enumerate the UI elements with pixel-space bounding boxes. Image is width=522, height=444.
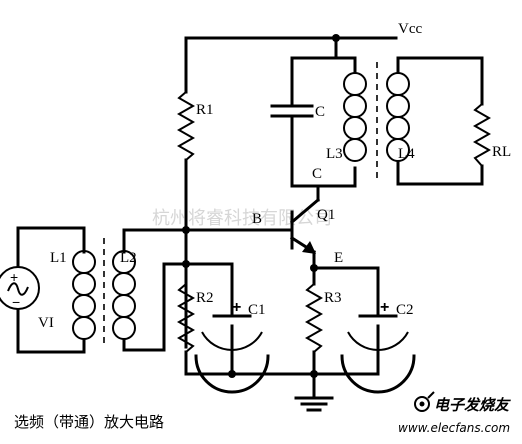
l2-label: L2 [120, 250, 137, 266]
r3-resistor [304, 283, 324, 353]
input-loop [16, 226, 86, 354]
r2-label: R2 [196, 290, 214, 306]
q1-label: Q1 [317, 207, 335, 223]
c2-capacitor: + [340, 299, 416, 394]
base-junction [182, 226, 190, 234]
rl-label: RL [492, 144, 511, 160]
source-plus: + [10, 269, 18, 285]
ground-icon [294, 396, 334, 412]
c1-capacitor: + [194, 262, 270, 394]
source-minus: − [12, 294, 20, 310]
logo-text: 电子发烧友 [434, 396, 511, 414]
r2-resistor [176, 283, 196, 353]
collector-label: C [312, 166, 322, 182]
l4-label: L4 [398, 146, 415, 162]
l3-label: L3 [326, 146, 343, 162]
ground-rail [184, 370, 380, 398]
emitter-node [310, 264, 380, 316]
emitter-label: E [334, 250, 343, 266]
watermark-text: 杭州将睿科技有限公司 [152, 208, 332, 229]
r3-label: R3 [324, 290, 342, 306]
elecfans-logo: 电子发烧友 www.elecfans.com [398, 391, 511, 435]
output-loop [396, 56, 484, 186]
c2-label: C2 [396, 302, 414, 318]
c1-label: C1 [248, 302, 266, 318]
caption: 选频（带通）放大电路 [14, 413, 164, 431]
l1-coil [72, 250, 96, 340]
rl-resistor [472, 103, 492, 167]
c-label: C [315, 104, 325, 120]
c1-plus: + [232, 299, 241, 316]
r1-resistor [176, 91, 196, 161]
ac-source: + − [0, 266, 40, 310]
vi-label: VI [38, 315, 54, 331]
l1-label: L1 [50, 250, 67, 266]
r1-label: R1 [196, 102, 214, 118]
base-label: B [252, 211, 262, 227]
c2-plus: + [380, 299, 389, 316]
vcc-label: Vcc [398, 21, 422, 37]
l3-coil [343, 72, 367, 162]
tank-circuit [270, 56, 357, 202]
vcc-rail [184, 34, 398, 94]
l2-wiring [122, 228, 234, 352]
logo-url: www.elecfans.com [398, 421, 510, 435]
